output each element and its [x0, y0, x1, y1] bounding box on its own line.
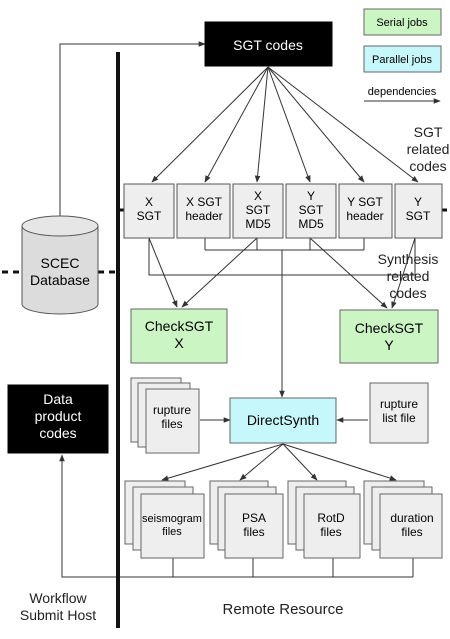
text-line: X — [174, 335, 184, 351]
text-line: rupture — [380, 397, 418, 411]
text-line: seismogram — [142, 513, 202, 525]
text-line: duration — [390, 511, 433, 525]
text-line: Remote Resource — [223, 601, 344, 618]
text-line: header — [185, 209, 222, 223]
text-line: MD5 — [245, 217, 271, 231]
text-line: files — [320, 525, 341, 539]
sgt-codes-label: SGT codes — [233, 37, 303, 53]
text-line: SGT — [299, 203, 324, 217]
text-line: X — [254, 189, 262, 203]
text-line: CheckSGT — [145, 318, 214, 334]
text-line: Y — [307, 189, 315, 203]
text-line: MD5 — [298, 217, 324, 231]
text-line: SGT — [406, 209, 431, 223]
text-line: codes — [389, 285, 426, 301]
text-line: rupture — [153, 403, 191, 417]
dependency-arrows — [59, 41, 419, 578]
text-line: Database — [30, 272, 90, 288]
text-line: files — [401, 525, 422, 539]
text-line: codes — [409, 158, 446, 174]
text-line: files — [243, 525, 264, 539]
text-line: SGT — [414, 124, 443, 140]
text-line: RotD — [317, 511, 345, 525]
text-line: Y — [414, 195, 422, 209]
legend-parallel-swatch — [363, 45, 442, 73]
text-line: X — [145, 195, 153, 209]
text-line: related — [387, 268, 430, 284]
text-line: Submit Host — [20, 607, 96, 623]
text-line: DirectSynth — [247, 412, 319, 428]
text-line: Y — [384, 337, 394, 353]
text-line: SGT codes — [233, 37, 303, 53]
text-line: Y SGT — [347, 195, 383, 209]
text-line: codes — [39, 425, 76, 441]
text-line: related — [407, 141, 450, 157]
directsynth-node: DirectSynth — [229, 397, 337, 444]
legend-serial-label: Serial jobs — [376, 17, 428, 29]
remote-resource-label: Remote Resource — [223, 601, 344, 618]
text-line: list file — [382, 411, 416, 425]
text-line: header — [346, 209, 383, 223]
text-line: PSA — [242, 511, 266, 525]
text-line: Data — [43, 391, 73, 407]
legend-parallel-label: Parallel jobs — [372, 54, 432, 66]
legend-dependencies-label: dependencies — [368, 86, 437, 98]
text-line: product — [35, 408, 82, 424]
text-line: SCEC — [41, 255, 80, 271]
text-line: X SGT — [186, 195, 223, 209]
sgt-codes-node: SGT codes — [204, 21, 333, 67]
legend-serial-swatch — [363, 8, 442, 36]
text-line: files — [161, 417, 182, 431]
legend: Serial jobs Parallel jobs dependencies — [363, 8, 442, 104]
text-line: SGT — [137, 209, 162, 223]
text-line: Synthesis — [378, 251, 439, 267]
text-line: SGT — [246, 203, 271, 217]
text-line: Workflow — [29, 590, 87, 606]
directsynth-label: DirectSynth — [247, 412, 319, 428]
text-line: CheckSGT — [355, 320, 424, 336]
text-line: files — [162, 526, 182, 538]
